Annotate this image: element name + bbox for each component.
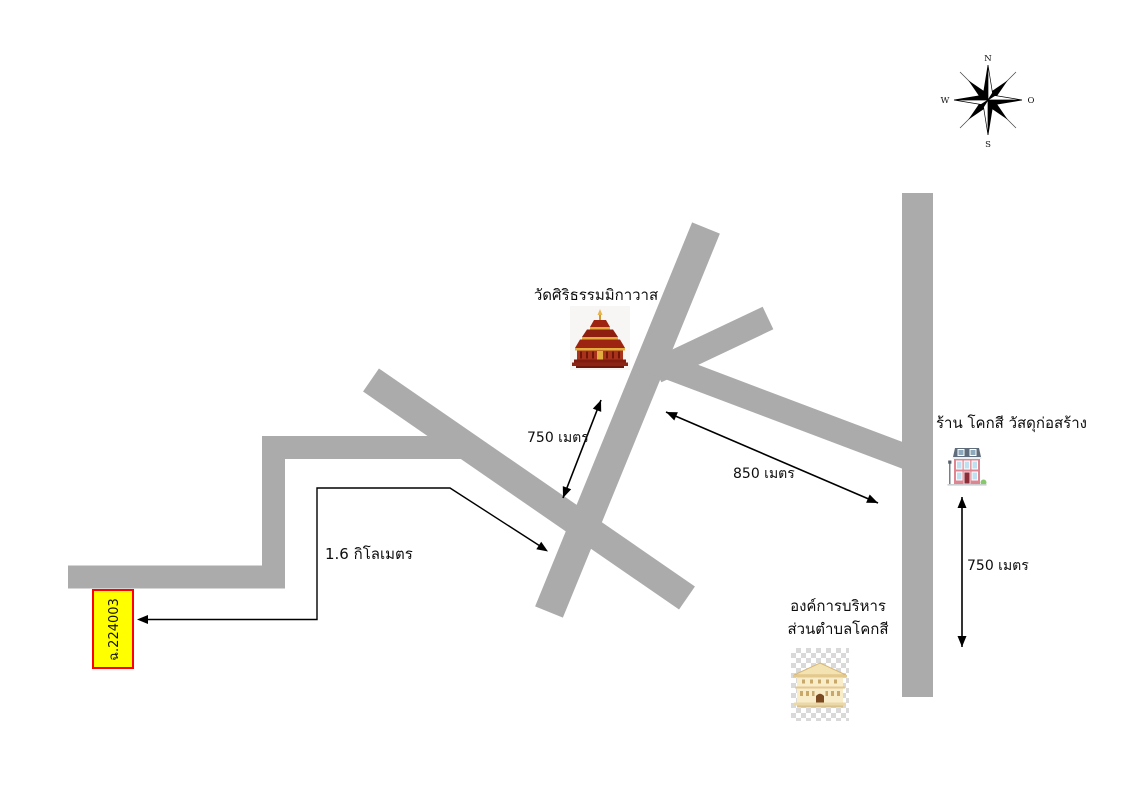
highway-marker-code: ฉ.224003 xyxy=(106,597,122,661)
road-branch-southeast xyxy=(645,348,925,474)
compass-north-label: N xyxy=(984,54,992,64)
shop-label: ร้าน โคกสี วัสดุก่อสร้าง xyxy=(936,414,1087,432)
government-building-icon xyxy=(791,648,849,721)
compass-west-label: W xyxy=(941,96,950,106)
road-cross-diagonal xyxy=(363,368,695,610)
distance-arrow-temple xyxy=(562,399,602,499)
marker-connector-line xyxy=(137,487,548,624)
compass-rose-icon: N O S W xyxy=(938,50,1038,150)
compass-east-label: O xyxy=(1028,96,1035,106)
distance-arrow-shop xyxy=(957,497,967,647)
distance-label-east-road: 850 เมตร xyxy=(733,466,795,482)
distance-arrow-east-road xyxy=(665,411,879,504)
road-west-stepped xyxy=(68,436,468,589)
district-office-label: องค์การบริหาร ส่วนตำบลโคกสี xyxy=(778,595,898,641)
temple-icon xyxy=(570,306,630,370)
compass-south-label: S xyxy=(985,140,991,150)
distance-label-shop: 750 เมตร xyxy=(967,558,1029,574)
distance-label-temple: 750 เมตร xyxy=(527,430,589,446)
distance-label-marker: 1.6 กิโลเมตร xyxy=(325,545,413,563)
road-main-diagonal xyxy=(535,222,720,618)
temple-label: วัดศิริธรรมมิกาวาส xyxy=(533,286,659,304)
district-office-label-line2: ส่วนตำบลโคกสี xyxy=(787,620,889,638)
highway-marker: ฉ.224003 xyxy=(92,589,134,669)
shop-icon xyxy=(946,446,988,491)
district-office-label-line1: องค์การบริหาร xyxy=(790,597,886,615)
